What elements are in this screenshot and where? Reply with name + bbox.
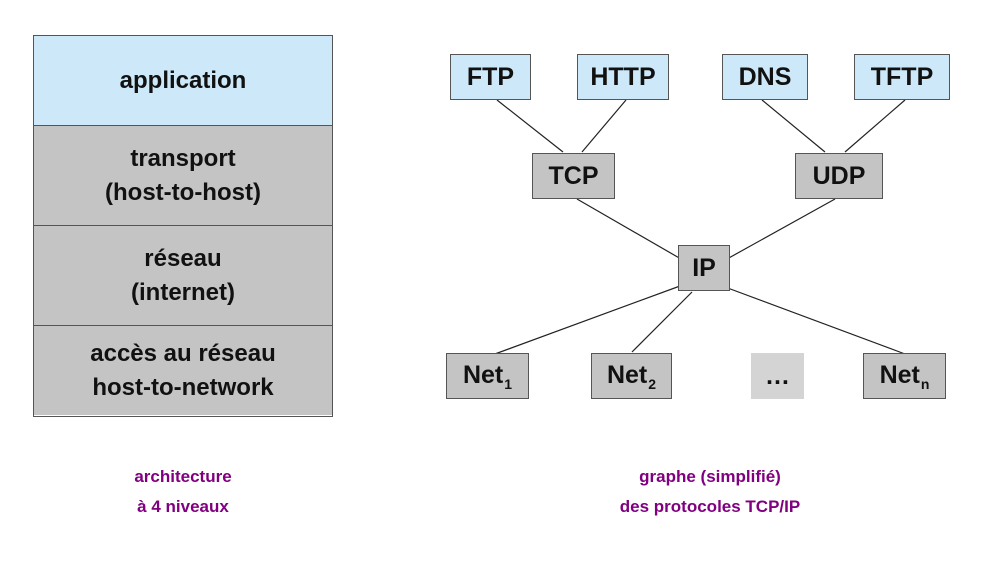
network-net2: Net2 [591,353,672,399]
link-tcp-ip [576,198,682,260]
link-dns-udp [761,99,826,153]
network-net2-base: Net [606,360,648,389]
protocol-ip-label: IP [692,253,716,282]
architecture-caption-line1: architecture [134,467,232,486]
layer-network: réseau (internet) [34,226,332,326]
protocol-tftp-label: TFTP [870,62,934,91]
network-net1-label: Net1 [463,361,512,392]
link-ip-net2 [631,291,693,353]
layer-link: accès au réseau host-to-network [34,326,332,415]
network-ellipsis: … [751,353,804,399]
protocol-graph-caption-line1: graphe (simplifié) [639,467,781,486]
network-net2-label: Net2 [607,361,656,392]
network-net1-base: Net [462,360,504,389]
protocol-dns-label: DNS [738,62,792,91]
link-http-tcp [581,99,627,153]
protocol-udp-label: UDP [812,161,866,190]
link-ip-net1 [483,285,681,359]
protocol-udp: UDP [795,153,883,199]
architecture-stack: application transport (host-to-host) rés… [33,35,333,417]
link-ip-netn [724,286,906,355]
network-net1-sub: 1 [504,375,513,392]
protocol-ip: IP [678,245,730,291]
protocol-ftp-label: FTP [466,62,515,91]
protocol-tcp: TCP [532,153,615,199]
layer-transport-sublabel: (host-to-host) [105,178,261,206]
layer-application: application [34,36,332,126]
network-net1: Net1 [446,353,529,399]
network-netn: Netn [863,353,946,399]
protocol-ftp: FTP [450,54,531,100]
layer-application-label: application [119,66,247,94]
protocol-graph-caption-line2: des protocoles TCP/IP [619,497,801,516]
link-tftp-udp [844,99,906,153]
network-netn-sub: n [920,375,930,392]
network-ellipsis-label: … [765,361,790,390]
layer-transport: transport (host-to-host) [34,126,332,226]
link-ftp-tcp [496,99,564,153]
architecture-caption: architecture à 4 niveaux [83,462,283,522]
protocol-tftp: TFTP [854,54,950,100]
protocol-http-label: HTTP [590,62,656,91]
network-net2-sub: 2 [648,375,657,392]
protocol-http: HTTP [577,54,669,100]
layer-network-label: réseau [144,244,222,272]
layer-link-sublabel: host-to-network [92,373,274,401]
architecture-caption-line2: à 4 niveaux [137,497,229,516]
protocol-graph-caption: graphe (simplifié) des protocoles TCP/IP [560,462,860,522]
layer-network-sublabel: (internet) [131,278,235,306]
layer-link-label: accès au réseau [90,339,276,367]
layer-transport-label: transport [130,144,236,172]
network-netn-label: Netn [880,361,930,392]
protocol-tcp-label: TCP [548,161,599,190]
network-netn-base: Net [879,360,920,389]
link-udp-ip [726,198,836,260]
protocol-dns: DNS [722,54,808,100]
